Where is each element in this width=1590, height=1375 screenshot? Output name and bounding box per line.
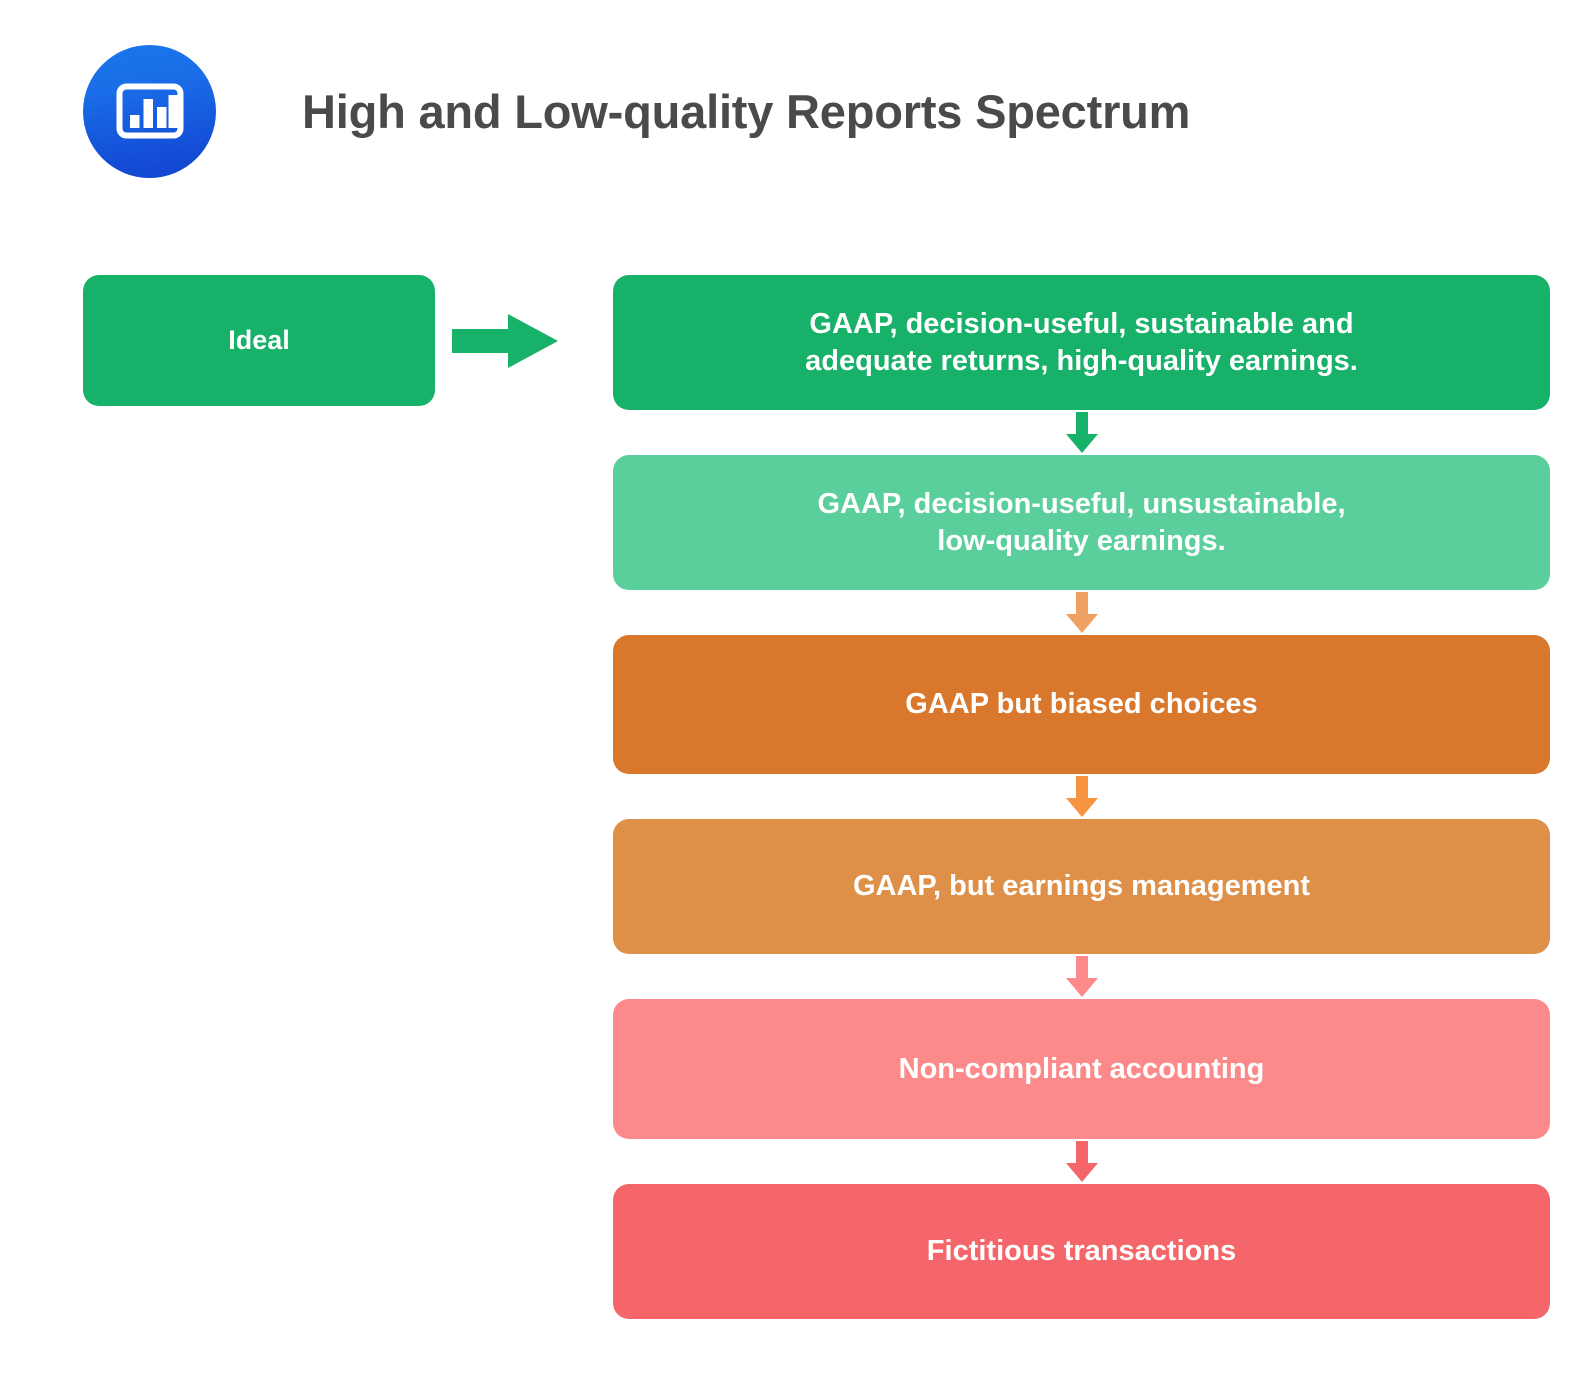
connector-4 [613,954,1550,999]
arrow-down-icon [1065,591,1098,633]
connector-5 [613,1139,1550,1184]
ideal-stage-label: Ideal [228,325,290,355]
spectrum-box-label-line2: adequate returns, high-quality earnings. [805,344,1358,377]
connector-1 [613,410,1550,455]
connector-3 [613,774,1550,819]
connector-2 [613,590,1550,635]
spectrum-column: GAAP, decision-useful, sustainable and a… [613,275,1550,1319]
spectrum-box-label-line2: low-quality earnings. [937,524,1226,557]
spectrum-box-label-line1: GAAP, decision-useful, unsustainable, [817,488,1346,521]
header: High and Low-quality Reports Spectrum [83,44,1503,178]
spectrum-row-5: Non-compliant accounting [613,999,1550,1139]
spectrum-box-label-line1: Non-compliant accounting [898,1052,1265,1085]
page-title: High and Low-quality Reports Spectrum [302,84,1191,138]
spectrum-box-low[interactable]: GAAP, but earnings management [613,819,1550,954]
spectrum-row-3: GAAP but biased choices [613,635,1550,774]
spectrum-row-1: GAAP, decision-useful, sustainable and a… [613,275,1550,410]
spectrum-row-6: Fictitious transactions [613,1184,1550,1319]
spectrum-box-high[interactable]: GAAP, decision-useful, unsustainable, lo… [613,455,1550,590]
spectrum-box-lower[interactable]: Non-compliant accounting [613,999,1550,1139]
bar-chart-icon [83,44,216,178]
arrow-down-icon [1065,1140,1098,1182]
spectrum-box-highest[interactable]: GAAP, decision-useful, sustainable and a… [613,275,1550,410]
spectrum-box-label-line1: Fictitious transactions [926,1235,1237,1268]
spectrum-row-2: GAAP, decision-useful, unsustainable, lo… [613,455,1550,590]
spectrum-box-medium[interactable]: GAAP but biased choices [613,635,1550,774]
ideal-to-spectrum-arrow-icon [450,310,562,372]
ideal-stage-box[interactable]: Ideal [83,275,435,406]
spectrum-row-4: GAAP, but earnings management [613,819,1550,954]
spectrum-box-label-line1: GAAP, but earnings management [852,870,1311,903]
arrow-down-icon [1065,955,1098,997]
spectrum-box-label-line1: GAAP, decision-useful, sustainable and [809,308,1354,341]
spectrum-box-label-line1: GAAP but biased choices [905,688,1258,721]
spectrum-box-lowest[interactable]: Fictitious transactions [613,1184,1550,1319]
arrow-down-icon [1065,411,1098,453]
arrow-down-icon [1065,775,1098,817]
